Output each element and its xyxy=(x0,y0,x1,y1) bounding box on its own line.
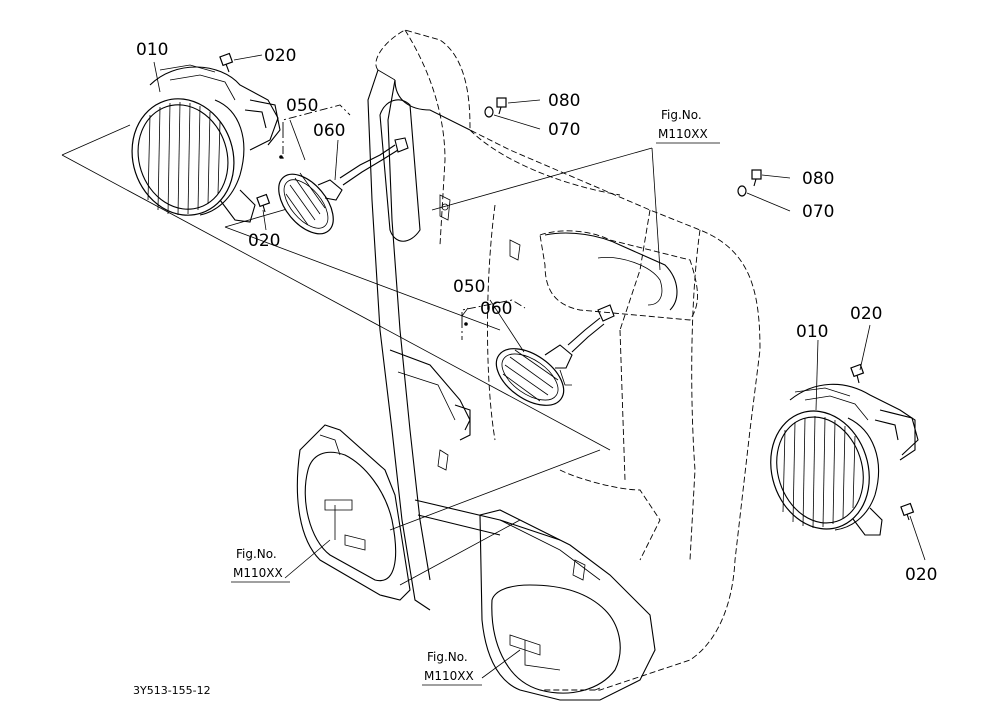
bulb-set-upper xyxy=(278,104,409,235)
bolt-top-right xyxy=(850,363,865,384)
callout-bolt-bottom-left: 020 xyxy=(248,231,280,251)
cabin-panel xyxy=(375,29,761,691)
fig-ref-left-title: Fig.No. xyxy=(236,547,277,561)
fig-ref-bottom-number: M110XX xyxy=(424,669,474,683)
callout-washer-upper: 070 xyxy=(548,120,580,140)
cabin-pillar xyxy=(367,69,678,611)
work-lamp-left xyxy=(131,64,281,223)
callout-bolt-bottom-right: 020 xyxy=(905,565,937,585)
fig-ref-upper-number: M110XX xyxy=(658,127,708,141)
callout-washer-right: 070 xyxy=(802,202,834,222)
bolt-bottom-left xyxy=(256,193,271,213)
callout-bulb-lower: 060 xyxy=(480,299,512,319)
callout-screw-upper: 080 xyxy=(548,91,580,111)
callout-bulb-upper: 060 xyxy=(313,121,345,141)
fig-ref-left-number: M110XX xyxy=(233,566,283,580)
callout-lamp-left: 010 xyxy=(136,40,168,60)
fig-ref-bottom: Fig.No. M110XX xyxy=(422,650,482,686)
screw-washer-right xyxy=(737,169,762,197)
fig-ref-upper: Fig.No. M110XX xyxy=(656,108,720,144)
fig-ref-upper-title: Fig.No. xyxy=(661,108,702,122)
fig-ref-left: Fig.No. M110XX xyxy=(231,547,290,583)
callout-leaders xyxy=(153,54,926,691)
callout-lamp-right: 010 xyxy=(796,322,828,342)
drawing-code: 3Y513-155-12 xyxy=(133,684,211,697)
bracket-lower-center xyxy=(479,509,656,701)
screw-washer-upper xyxy=(484,97,507,118)
bracket-lower-left xyxy=(296,424,411,601)
bolt-bottom-right xyxy=(900,502,915,521)
fig-ref-bottom-title: Fig.No. xyxy=(427,650,468,664)
callout-bolt-top-right: 020 xyxy=(850,304,882,324)
callout-bolt-top-left: 020 xyxy=(264,46,296,66)
bulb-set-lower xyxy=(461,299,615,406)
bolt-top-left xyxy=(219,52,234,73)
reference-lines xyxy=(61,124,611,586)
callout-bulb-set-upper: 050 xyxy=(286,96,318,116)
callout-screw-right: 080 xyxy=(802,169,834,189)
callout-bulb-set-lower: 050 xyxy=(453,277,485,297)
work-lamp-right xyxy=(770,383,919,536)
callout-labels: 010 020 020 050 060 080 070 080 070 050 … xyxy=(136,40,937,585)
